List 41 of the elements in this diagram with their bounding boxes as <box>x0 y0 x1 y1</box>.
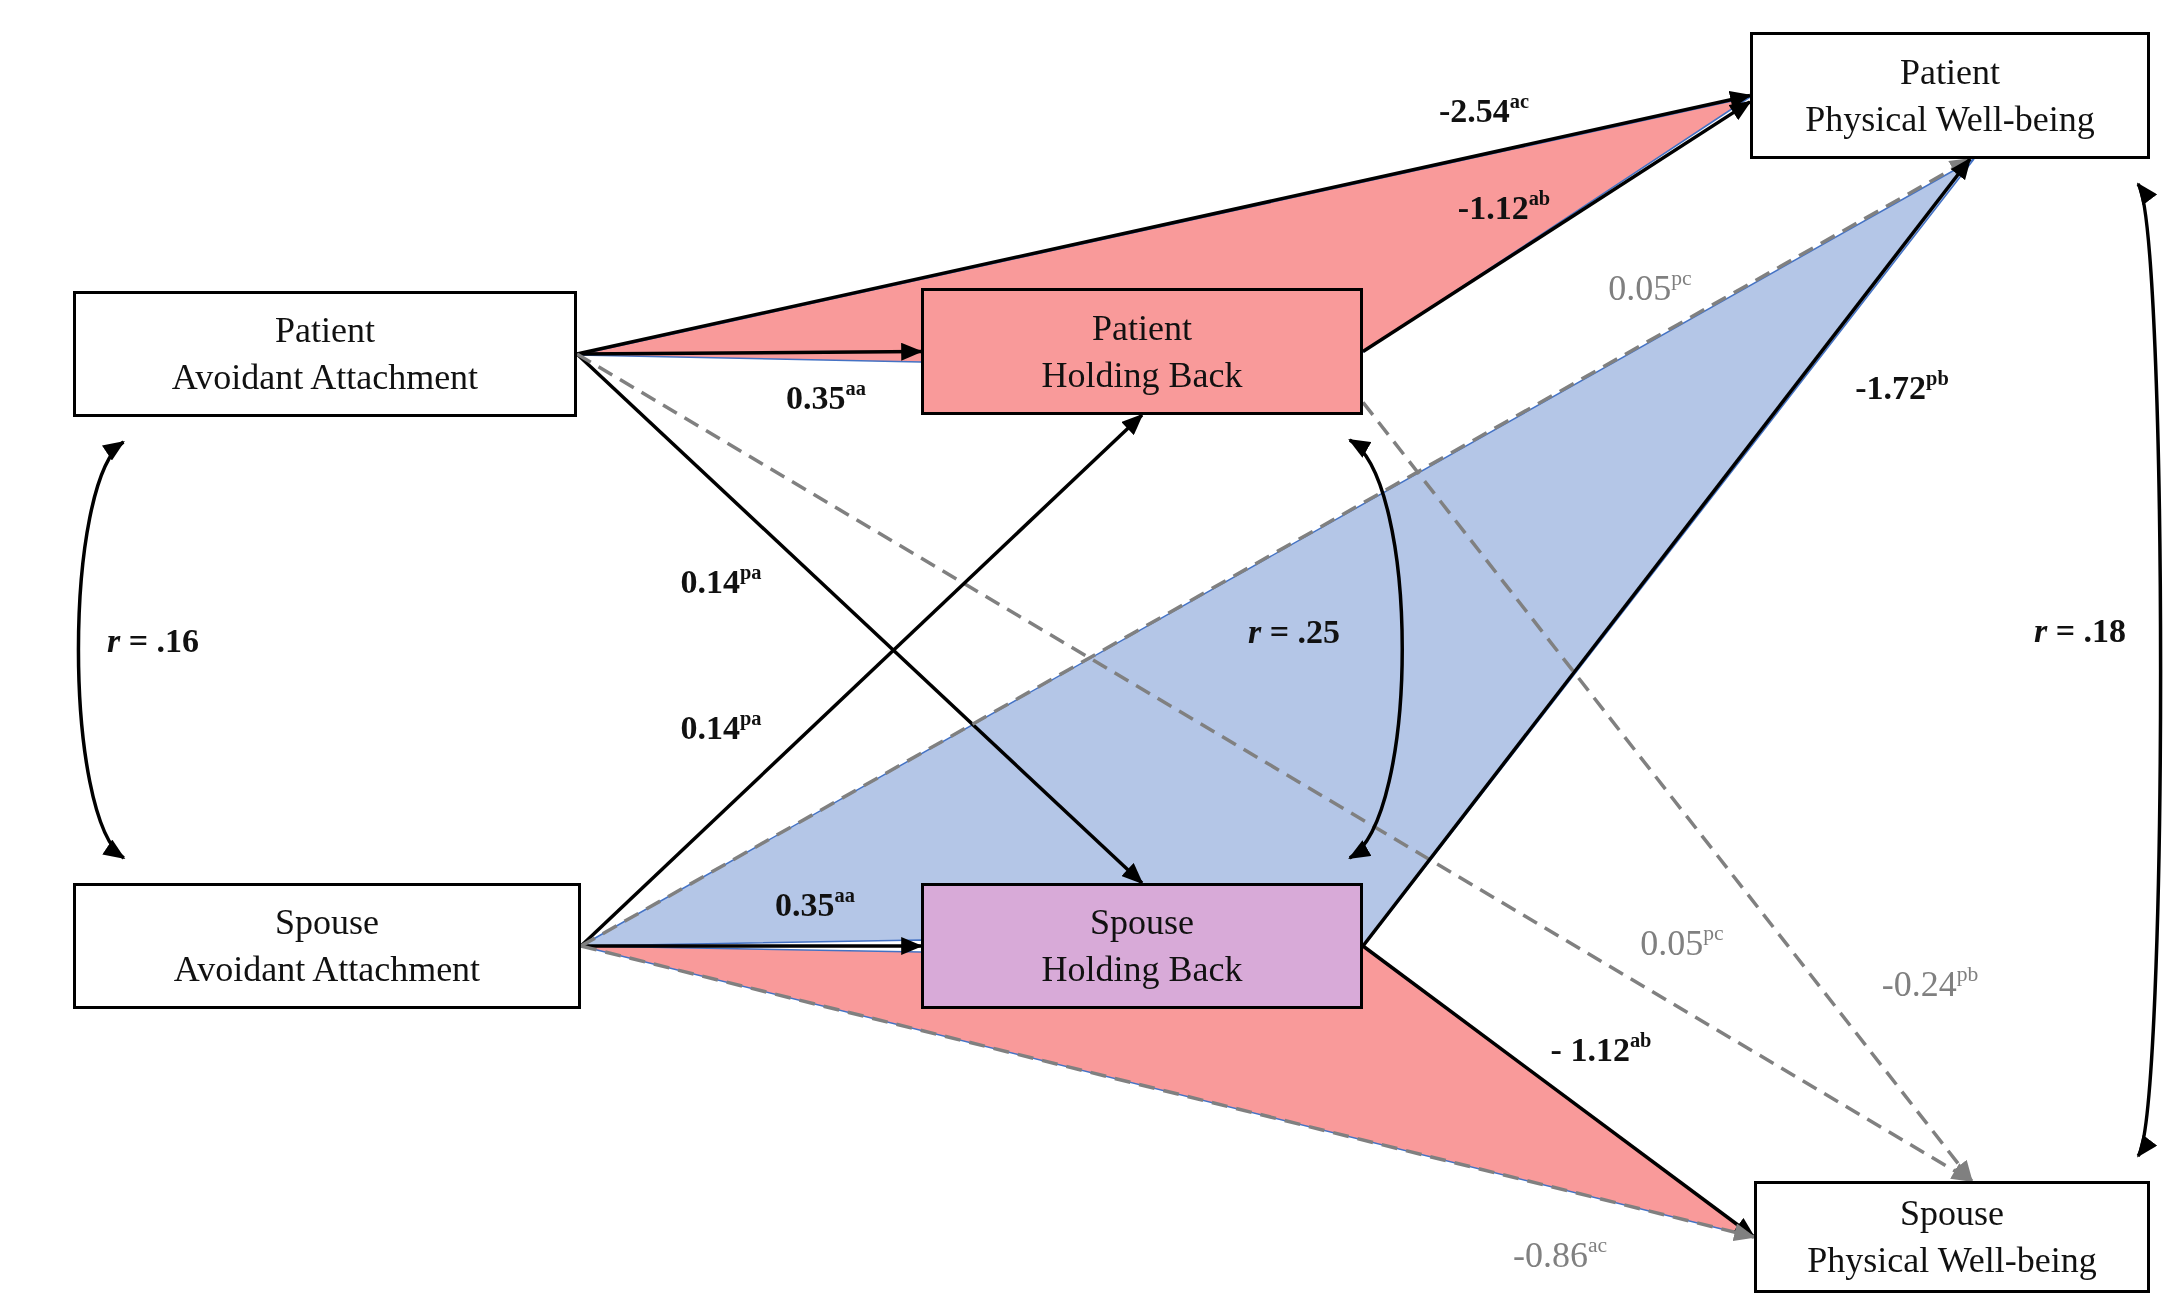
node-label: Patient <box>1092 306 1192 350</box>
edge-label: -0.86$^{ac}$ <box>1512 1234 1608 1276</box>
edge-label: -2.54$^{ac}$ <box>1438 92 1530 130</box>
edge-label: -0.24$^{pb}$ <box>1881 963 1979 1005</box>
edge-label: 0.35$^{aa}$ <box>775 886 855 924</box>
variable-box <box>921 883 1363 1009</box>
node-label: Spouse <box>1900 1192 2004 1236</box>
edge-label: 0.05$^{pc}$ <box>1640 922 1724 964</box>
node-label: Patient <box>1900 50 2000 94</box>
edge-label: 0.35$^{aa}$ <box>786 379 866 417</box>
edge-label: 0.14$^{pa}$ <box>680 563 762 601</box>
variable-box <box>921 288 1363 415</box>
curved-double-arrow <box>2134 182 2163 1158</box>
edge-label: - 1.12$^{ab}$ <box>1550 1031 1652 1069</box>
arrow <box>1361 157 1972 948</box>
dashed-arrow <box>1361 401 1974 1183</box>
curved-double-arrow <box>1348 438 1404 860</box>
edge-label: r = .16 <box>106 622 200 660</box>
variable-box <box>1750 32 2150 159</box>
node-label: Patient <box>275 309 375 353</box>
node-label: Physical Well-being <box>1805 97 2095 141</box>
variable-box <box>1754 1181 2150 1293</box>
arrow <box>1362 100 1752 353</box>
edge-label: -1.12$^{ab}$ <box>1457 189 1551 227</box>
edge-label: 0.14$^{pa}$ <box>680 709 762 747</box>
node-label: Avoidant Attachment <box>171 356 479 399</box>
node-label: Holding Back <box>1041 948 1243 991</box>
node-label: Spouse <box>275 901 379 945</box>
arrow <box>576 90 1752 356</box>
variable-box <box>73 291 577 417</box>
node-label: Physical Well-being <box>1807 1239 2097 1282</box>
edge-label: -1.72$^{pb}$ <box>1855 369 1949 407</box>
edge-label: r = .25 <box>1247 613 1341 651</box>
node-label: Holding Back <box>1041 353 1243 397</box>
node-label: Avoidant Attachment <box>173 948 481 991</box>
node-label: Spouse <box>1090 901 1194 945</box>
edge-label: 0.05$^{pc}$ <box>1608 267 1692 309</box>
variable-box <box>73 883 581 1009</box>
curved-double-arrow <box>76 440 126 860</box>
edge-label: r = .18 <box>2033 612 2127 650</box>
dashed-arrow <box>580 944 1756 1241</box>
